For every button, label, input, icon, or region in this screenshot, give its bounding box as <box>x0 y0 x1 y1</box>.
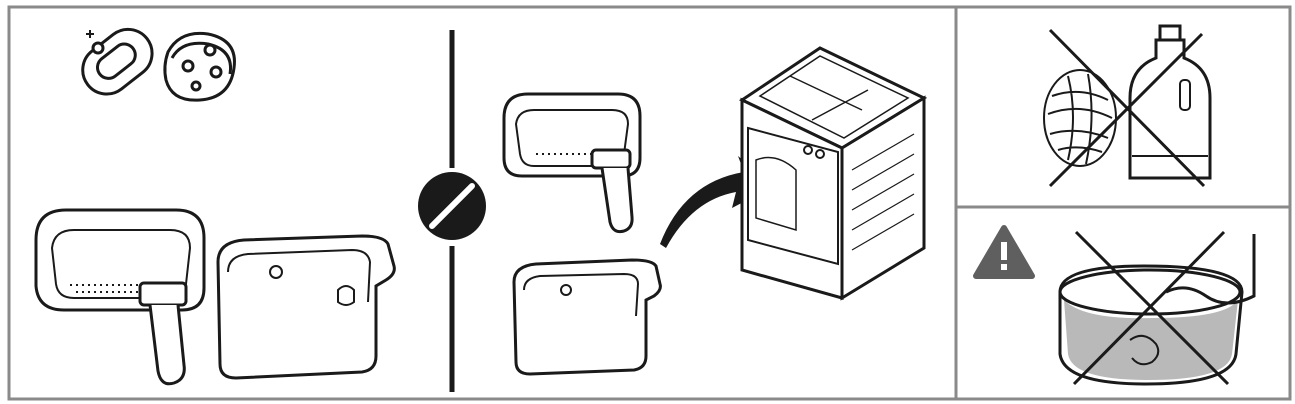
or-separator-icon <box>418 172 486 240</box>
basket-icon <box>34 208 206 386</box>
sponge-icon <box>81 27 154 96</box>
pan-icon <box>216 234 396 380</box>
prohibited-cross-icon <box>1048 28 1206 188</box>
dishwasher-icon <box>738 46 928 301</box>
steel-wool-icon <box>1043 69 1117 167</box>
scouring-pad-icon <box>163 31 236 102</box>
basket-small-icon <box>502 92 642 234</box>
pan-small-icon <box>512 258 662 376</box>
pot-in-water-icon <box>1058 234 1256 386</box>
outer-frame <box>7 5 1292 401</box>
detergent-bottle-icon <box>1128 24 1212 180</box>
warning-triangle-icon <box>973 225 1035 279</box>
prohibited-cross-icon <box>1072 230 1230 386</box>
